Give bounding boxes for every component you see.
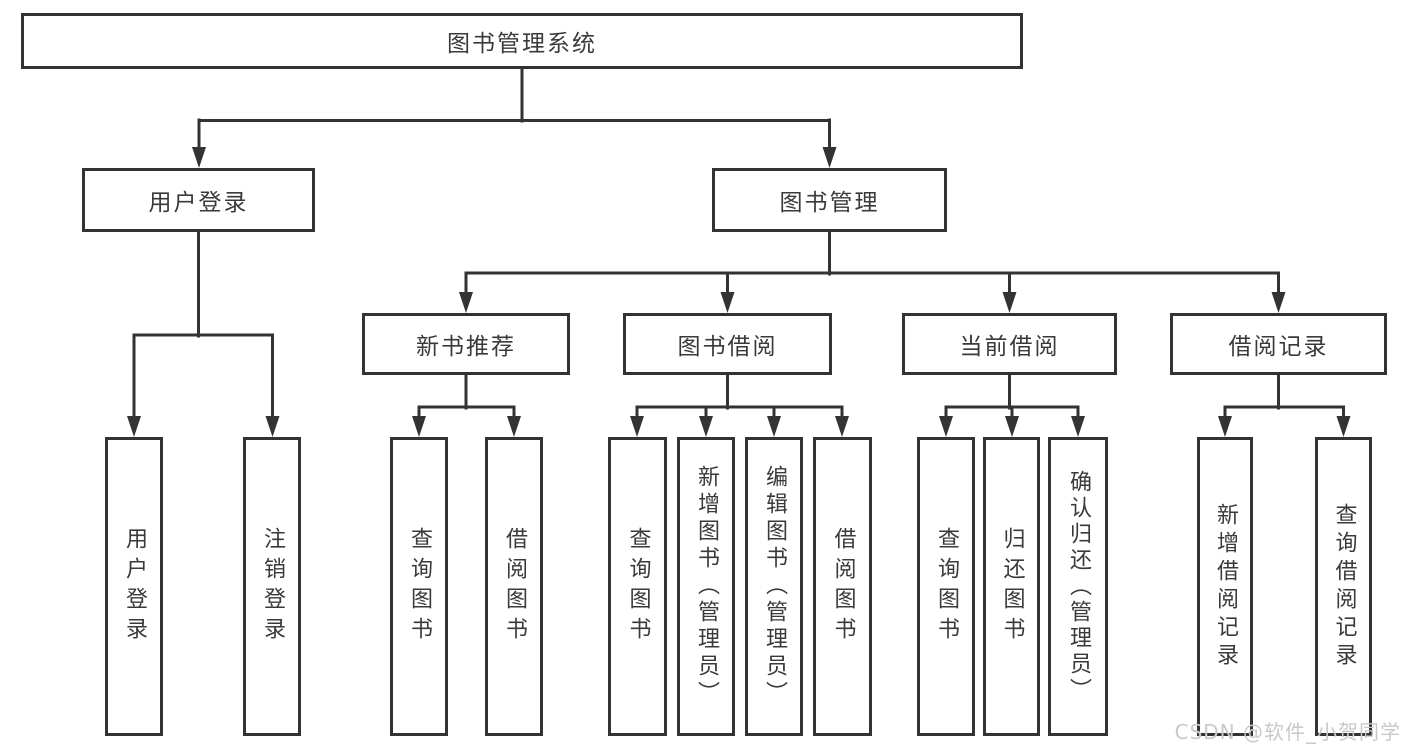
watermark-text: CSDN @软件_小贺同学 bbox=[1174, 720, 1401, 744]
node-user-login-label: 用户登录 bbox=[148, 190, 249, 216]
node-book-management-label: 图书管理 bbox=[779, 190, 880, 216]
node-new-book-recommend: 新书推荐 bbox=[362, 313, 570, 375]
node-root-label: 图书管理系统 bbox=[447, 31, 597, 57]
leaf-borrow-books: 借阅图书 bbox=[813, 437, 872, 736]
node-current-borrow-label: 当前借阅 bbox=[959, 334, 1060, 360]
leaf-borrow-books-label: 借阅图书 bbox=[830, 526, 856, 647]
leaf-add-books-admin-label: 新增图书（管理员） bbox=[694, 465, 719, 708]
node-root: 图书管理系统 bbox=[21, 13, 1023, 69]
arrowheads bbox=[127, 147, 1351, 437]
leaf-logout-login-label: 注销登录 bbox=[260, 526, 285, 647]
leaf-edit-books-admin: 编辑图书（管理员） bbox=[745, 437, 803, 736]
node-new-book-recommend-label: 新书推荐 bbox=[416, 334, 516, 360]
leaf-borrow-books-recommend-label: 借阅图书 bbox=[502, 526, 527, 647]
node-current-borrow: 当前借阅 bbox=[902, 313, 1117, 375]
leaf-return-books: 归还图书 bbox=[983, 437, 1040, 736]
leaf-add-books-admin: 新增图书（管理员） bbox=[677, 437, 735, 736]
leaf-logout-login: 注销登录 bbox=[243, 437, 301, 736]
leaf-query-books-borrow-label: 查询图书 bbox=[625, 526, 651, 647]
leaf-confirm-return-admin: 确认归还（管理员） bbox=[1048, 437, 1108, 736]
leaf-query-books-current: 查询图书 bbox=[917, 437, 975, 736]
node-book-borrow: 图书借阅 bbox=[623, 313, 832, 375]
leaf-return-books-label: 归还图书 bbox=[999, 526, 1025, 647]
leaf-query-books-borrow: 查询图书 bbox=[608, 437, 667, 736]
leaf-query-borrow-record-label: 查询借阅记录 bbox=[1331, 502, 1357, 671]
leaf-confirm-return-admin-label: 确认归还（管理员） bbox=[1066, 469, 1091, 704]
leaf-query-books-recommend: 查询图书 bbox=[390, 437, 448, 736]
node-borrow-records: 借阅记录 bbox=[1170, 313, 1387, 375]
leaf-query-books-recommend-label: 查询图书 bbox=[407, 526, 432, 647]
leaf-add-borrow-record-label: 新增借阅记录 bbox=[1213, 502, 1238, 671]
leaf-borrow-books-recommend: 借阅图书 bbox=[485, 437, 543, 736]
leaf-user-login-label: 用户登录 bbox=[122, 526, 147, 647]
leaf-query-books-current-label: 查询图书 bbox=[934, 526, 959, 647]
node-borrow-records-label: 借阅记录 bbox=[1228, 334, 1329, 360]
node-book-borrow-label: 图书借阅 bbox=[677, 334, 778, 360]
leaf-query-borrow-record: 查询借阅记录 bbox=[1315, 437, 1372, 736]
leaf-user-login: 用户登录 bbox=[105, 437, 163, 736]
node-user-login: 用户登录 bbox=[82, 168, 315, 232]
node-book-management: 图书管理 bbox=[712, 168, 947, 232]
leaf-edit-books-admin-label: 编辑图书（管理员） bbox=[762, 465, 787, 708]
leaf-add-borrow-record: 新增借阅记录 bbox=[1197, 437, 1253, 736]
